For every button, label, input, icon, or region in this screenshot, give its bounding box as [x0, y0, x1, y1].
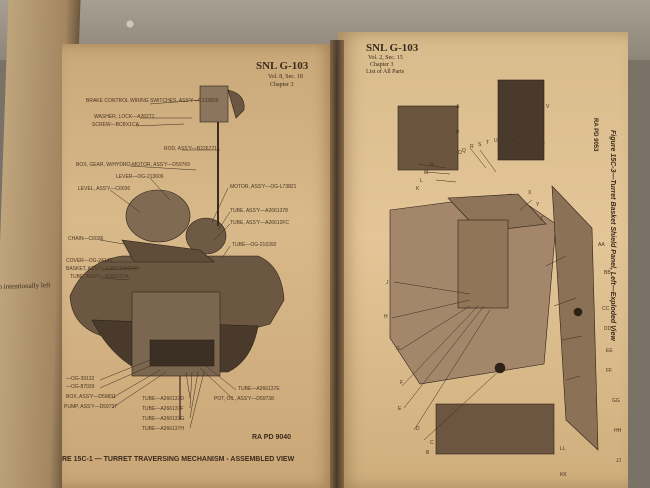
callout-letter: JJ	[616, 458, 621, 464]
left-header-chapter: Chapter 3	[270, 82, 294, 88]
callout-letter: Q	[462, 148, 466, 154]
callout-label: —OG-39132	[66, 376, 95, 382]
book-gutter	[330, 40, 344, 488]
left-header-vol: Vol. 8, Sec. 18	[268, 74, 303, 80]
left-figure-caption: RE 15C-1 — TURRET TRAVERSING MECHANISM -…	[62, 456, 295, 463]
callout-letter: AA	[598, 242, 605, 248]
callout-label: POT, OIL, ASS'Y—D59738	[214, 396, 274, 402]
callout-label: TUBE, ASS'Y—A266137A	[70, 274, 129, 280]
callout-letter: L	[420, 178, 423, 184]
callout-label: COVER—OG-24143	[66, 258, 113, 264]
right-plate-id: RA PD 9053	[592, 118, 598, 152]
right-figure-caption: Figure 15C-3—Turret Basket Shield Panel,…	[609, 130, 616, 341]
callout-letter: F	[400, 380, 404, 386]
callout-label: TUBE—A266137H	[142, 426, 184, 432]
callout-letter: M	[424, 170, 429, 176]
callout-label: WASHER, LOCK—A26271	[94, 114, 155, 120]
callout-label: MOTOR, ASS'Y—OG-L73821	[230, 184, 297, 190]
callout-letter: T	[486, 140, 490, 146]
callout-label: BASKET, ASS'Y—CAD-5050247	[66, 266, 139, 272]
callout-label: TUBE, ASS'Y—A26612FC	[230, 220, 290, 226]
callout-letter: Z	[540, 216, 544, 222]
callout-label: CHAIN—C6036	[68, 236, 104, 242]
callout-label: PUMP, ASS'Y—D59737	[64, 404, 118, 410]
right-header-sub: List of All Parts	[366, 69, 405, 75]
callout-letter: V	[546, 104, 550, 110]
callout-letter: DD	[604, 326, 612, 332]
callout-letter: A	[456, 104, 460, 110]
right-header-code: SNL G-103	[366, 42, 419, 54]
right-header-vol: Vol. 2, Sec. 15	[368, 55, 403, 61]
callout-letter: W	[540, 142, 545, 148]
callout-letter: FF	[606, 368, 613, 374]
callout-letter: HH	[614, 428, 622, 434]
callout-label: BRAKE CONTROL WIRING SWITCHES, ASS'Y—C13…	[86, 98, 219, 104]
callout-label: TUBE—OG-216392	[232, 242, 277, 248]
callout-letter: J	[386, 280, 389, 286]
callout-letter: K	[416, 186, 420, 192]
callout-label: TUBE—A266137D	[142, 396, 184, 402]
left-plate-id: RA PD 9040	[252, 434, 292, 441]
right-header-chapter: Chapter 3	[370, 62, 394, 68]
callout-letter: B	[426, 450, 430, 456]
callout-letter: GG	[612, 398, 620, 404]
callout-letter: E	[398, 406, 402, 412]
left-header-code: SNL G-103	[256, 60, 309, 72]
callout-label: —OG-87039	[66, 384, 95, 390]
callout-letter: N	[430, 162, 434, 168]
callout-label: TUBE, ASS'Y—A2661378	[230, 208, 288, 214]
callout-label: TUBE—A266137E	[238, 386, 280, 392]
callout-letter: X	[528, 190, 532, 196]
callout-label: LEVEL, ASS'Y—C6036	[78, 186, 131, 192]
callout-letter: EE	[606, 348, 613, 354]
callout-letter: S	[478, 142, 482, 148]
callout-letter: P	[456, 130, 460, 136]
callout-letter: U	[494, 138, 498, 144]
callout-letter: CC	[602, 306, 610, 312]
callout-label: BOX, GEAR, W/HYDRO-MOTOR, ASS'Y—D59769	[76, 162, 190, 168]
callout-letter: R	[470, 144, 474, 150]
callout-label: TUBE—A266137F	[142, 406, 184, 412]
callout-letter: BB	[604, 270, 611, 276]
callout-letter: H	[384, 314, 388, 320]
callout-letter: KK	[560, 472, 567, 478]
callout-label: LEVER—OG-213606	[116, 174, 164, 180]
callout-letter: LL	[560, 446, 566, 452]
callout-label: BOX, ASS'Y—D59831	[66, 394, 116, 400]
callout-letter: G	[396, 346, 400, 352]
callout-letter: C	[430, 440, 434, 446]
callout-label: SCREW—BCBX1CA	[92, 122, 139, 128]
callout-letter: Y	[536, 202, 540, 208]
callout-letter: D	[416, 426, 420, 432]
callout-letter: O	[458, 150, 462, 156]
callout-label: ROD, ASS'Y—B226771	[164, 146, 217, 152]
callout-label: TUBE—A266137G	[142, 416, 185, 422]
